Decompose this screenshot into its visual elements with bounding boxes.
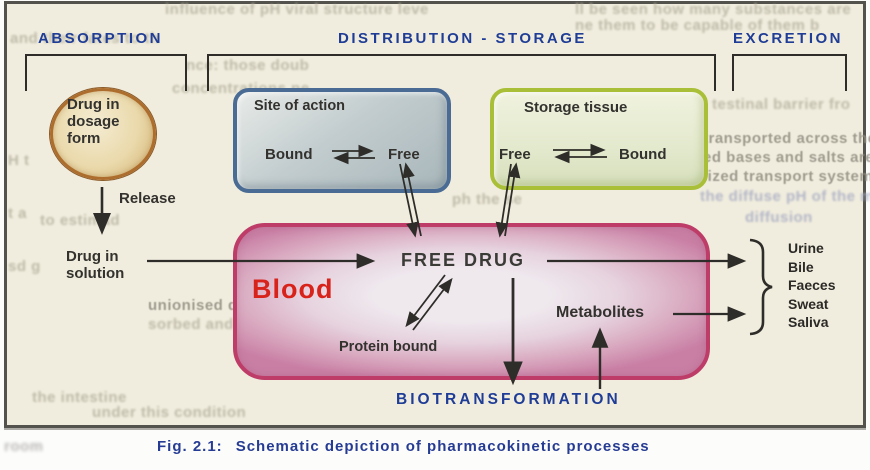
excretion-bracket [732, 54, 847, 91]
ghost-text: ll be seen how many substances are [575, 1, 852, 18]
absorption-heading: ABSORPTION [38, 30, 164, 47]
excretion-route: Faeces [788, 277, 836, 294]
drug-dosage-form-circle [50, 88, 156, 180]
figure-caption: Fig. 2.1: Schematic depiction of pharmaco… [157, 438, 650, 455]
ghost-text: nce: those doub [186, 57, 310, 74]
excretion-route: Urine [788, 240, 824, 256]
excretion-route: Saliva [788, 314, 829, 331]
metabolites-label: Metabolites [556, 304, 645, 321]
storage-equilibrium-icon [553, 143, 607, 164]
site-bound-label: Bound [265, 146, 313, 163]
ghost-text: room [4, 438, 44, 455]
site-equilibrium-icon [332, 144, 375, 165]
ghost-text: and their fates to th [10, 30, 160, 47]
release-label: Release [119, 190, 176, 207]
ghost-text: ne them to be capable of them b [575, 17, 820, 34]
storage-tissue-title: Storage tissue [524, 99, 628, 116]
ghost-text: H t [8, 152, 30, 169]
site-exchange-arrows [399, 162, 422, 238]
ghost-text: the intestine [32, 389, 127, 406]
figure-number: Fig. 2.1: [157, 438, 223, 455]
storage-exchange-arrows [495, 162, 521, 238]
ghost-text: lized transport systems entm [703, 168, 870, 185]
storage-tissue-box [490, 88, 708, 190]
site-free-label: Free [388, 146, 420, 163]
protein-bound-label: Protein bound [339, 339, 438, 355]
biotransformation-label: BIOTRANSFORMATION [396, 391, 621, 408]
excretion-routes-list: Urine Bile Faeces Sweat Saliva [788, 239, 835, 332]
site-of-action-title: Site of action [254, 98, 346, 114]
excretion-heading: EXCRETION [733, 30, 844, 47]
excretion-route: Bile [788, 258, 814, 275]
protein-binding-arrows [405, 274, 453, 331]
blood-label: Blood [252, 274, 334, 304]
distribution-storage-heading: DISTRIBUTION - STORAGE [338, 30, 587, 47]
ghost-text: under this condition [92, 404, 247, 421]
drug-dosage-form-label: Drug in dosage form [67, 96, 120, 147]
excretion-route: Sweat [788, 295, 829, 312]
ghost-text: influence of pH viral structure leve [165, 1, 429, 18]
ghost-text: the diffuse pH of the medium [700, 188, 870, 205]
ghost-text: testinal barrier fro [712, 96, 851, 113]
excretion-brace-icon [749, 238, 773, 336]
ghost-text: ed bases and salts are abs [703, 149, 870, 166]
ghost-text: sd g [8, 258, 41, 275]
storage-bound-label: Bound [619, 146, 667, 163]
ghost-text: t a [8, 205, 28, 222]
blood-compartment-box [233, 223, 710, 380]
drug-in-solution-label: Drug in solution [66, 248, 125, 282]
free-drug-label: FREE DRUG [401, 250, 526, 270]
storage-free-label: Free [499, 146, 531, 163]
ghost-text: transported across the m [703, 130, 870, 147]
absorption-bracket [25, 54, 187, 91]
ghost-text: sorbed and me [148, 316, 262, 333]
caption-text: Schematic depiction of pharmacokinetic p… [235, 438, 650, 455]
ghost-text: diffusion [745, 209, 813, 226]
distribution-bracket [207, 54, 716, 91]
